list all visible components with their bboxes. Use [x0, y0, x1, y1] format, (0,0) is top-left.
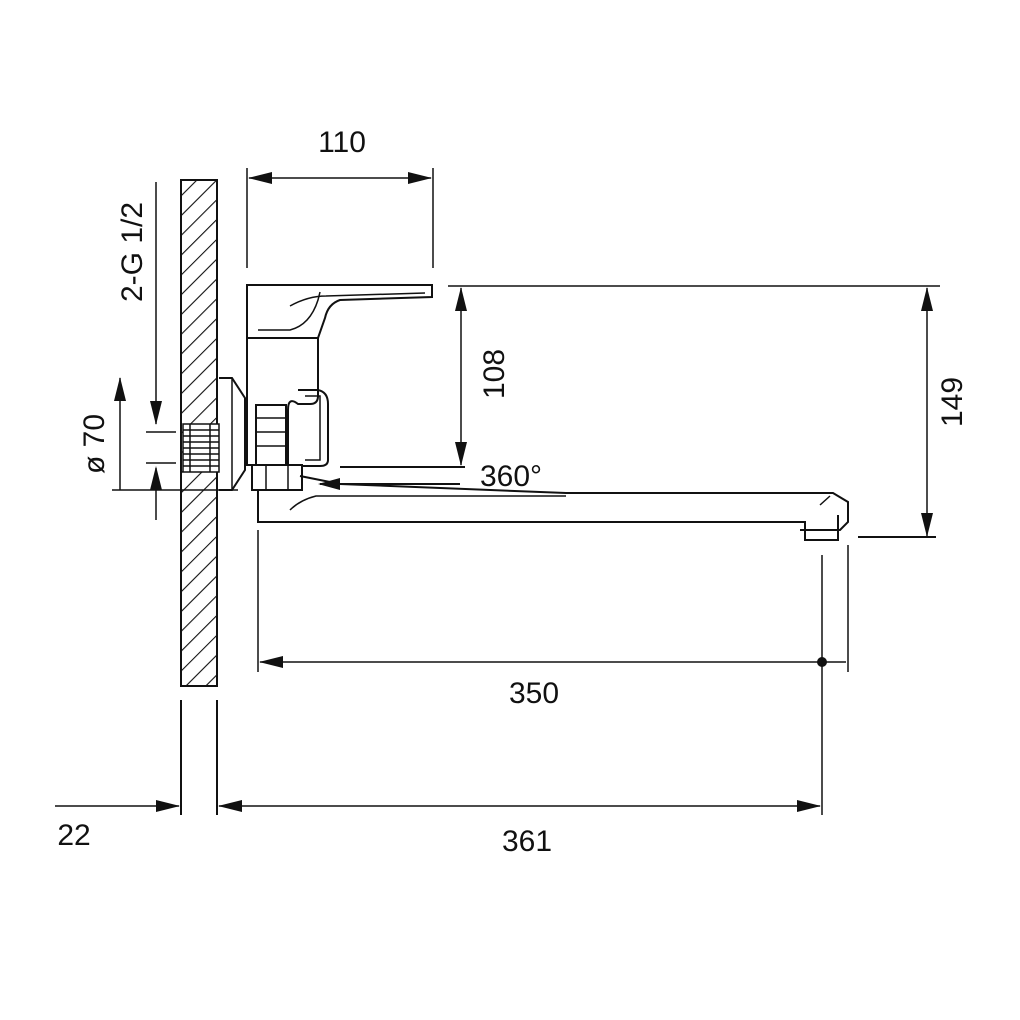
- label-350: 350: [509, 677, 559, 710]
- dim-thread: 2-G 1/2: [116, 182, 176, 433]
- dim-heights: 108 149: [448, 285, 969, 537]
- label-diameter: ø 70: [78, 414, 111, 474]
- label-22: 22: [57, 819, 90, 852]
- dim-spout-length: 350: [257, 530, 849, 710]
- spout: [257, 475, 936, 541]
- label-thread: 2-G 1/2: [116, 202, 149, 302]
- dim-body-depth: 110: [246, 126, 434, 268]
- label-110: 110: [318, 126, 366, 159]
- label-108: 108: [478, 349, 511, 399]
- label-361: 361: [502, 825, 552, 858]
- thread-lines: [183, 424, 219, 472]
- dim-flange-diameter: ø 70: [78, 377, 238, 520]
- label-rotation: 360°: [480, 460, 542, 493]
- label-149: 149: [936, 377, 969, 427]
- faucet-body: [219, 284, 465, 491]
- dim-wall-to-outlet: 361: [218, 555, 823, 858]
- wall-section: [180, 179, 220, 815]
- dim-wall-thickness: 22: [55, 800, 180, 852]
